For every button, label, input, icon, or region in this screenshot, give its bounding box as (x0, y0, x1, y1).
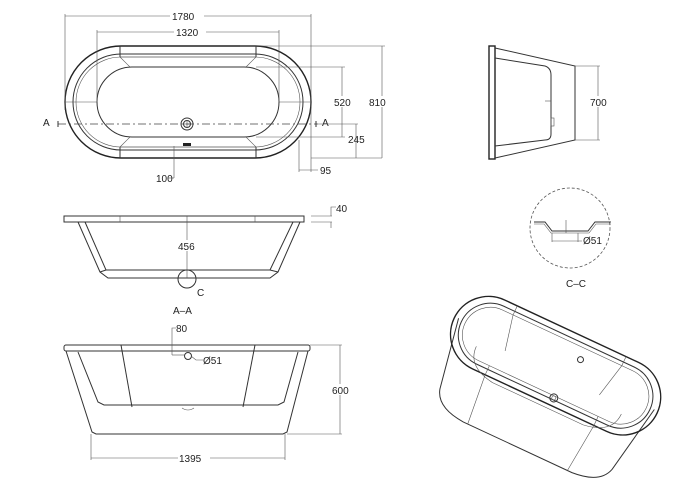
tub-rim-inner-edge (72, 53, 304, 151)
front-rim (63, 344, 311, 352)
dim-overall-length: 1780 (172, 12, 195, 23)
dim-drain-offset: 245 (348, 135, 365, 146)
dim-overflow-offset: 100 (156, 174, 173, 185)
overflow-icon-front (184, 352, 192, 360)
dim-inner-width: 520 (334, 98, 351, 109)
overflow-icon (183, 143, 191, 146)
detail-cc-caption: C–C (566, 279, 586, 290)
section-aa-caption: A–A (173, 306, 192, 317)
dim-front-height: 600 (332, 386, 349, 397)
dim-overflow-height: 80 (176, 324, 188, 335)
iso-rim (449, 295, 662, 436)
detail-mark-c: C (197, 288, 204, 299)
dim-overflow-diameter: Ø51 (203, 356, 222, 367)
section-mark-right: A (322, 118, 329, 129)
end-view-rim (488, 45, 496, 160)
dim-rim-width: 95 (320, 166, 332, 177)
detail-c-marker (177, 269, 197, 289)
dim-drain-diameter: Ø51 (583, 236, 602, 247)
tub-basin (96, 66, 280, 138)
section-mark-left: A (43, 118, 50, 129)
iso-overflow-icon (576, 356, 584, 364)
tub-outer-rim (64, 45, 312, 159)
dim-base-length: 1395 (179, 454, 202, 465)
isometric-view (439, 295, 662, 478)
section-rim (63, 215, 305, 223)
iso-drain-icon (549, 393, 559, 403)
section-aa-view: 456 C 40 A–A (63, 204, 348, 317)
dim-inner-length: 1320 (176, 28, 199, 39)
dim-rim-thickness: 40 (336, 204, 348, 215)
dim-depth: 456 (178, 242, 195, 253)
end-view: 700 (488, 45, 611, 160)
detail-cc-view: Ø51 C–C (529, 187, 611, 290)
front-view: Ø51 80 600 1395 (63, 324, 353, 465)
dim-overall-width: 810 (369, 98, 386, 109)
detail-cc-circle (529, 187, 611, 269)
dim-end-height: 700 (590, 98, 607, 109)
top-view: A A 1780 1320 520 245 810 95 (43, 10, 390, 185)
